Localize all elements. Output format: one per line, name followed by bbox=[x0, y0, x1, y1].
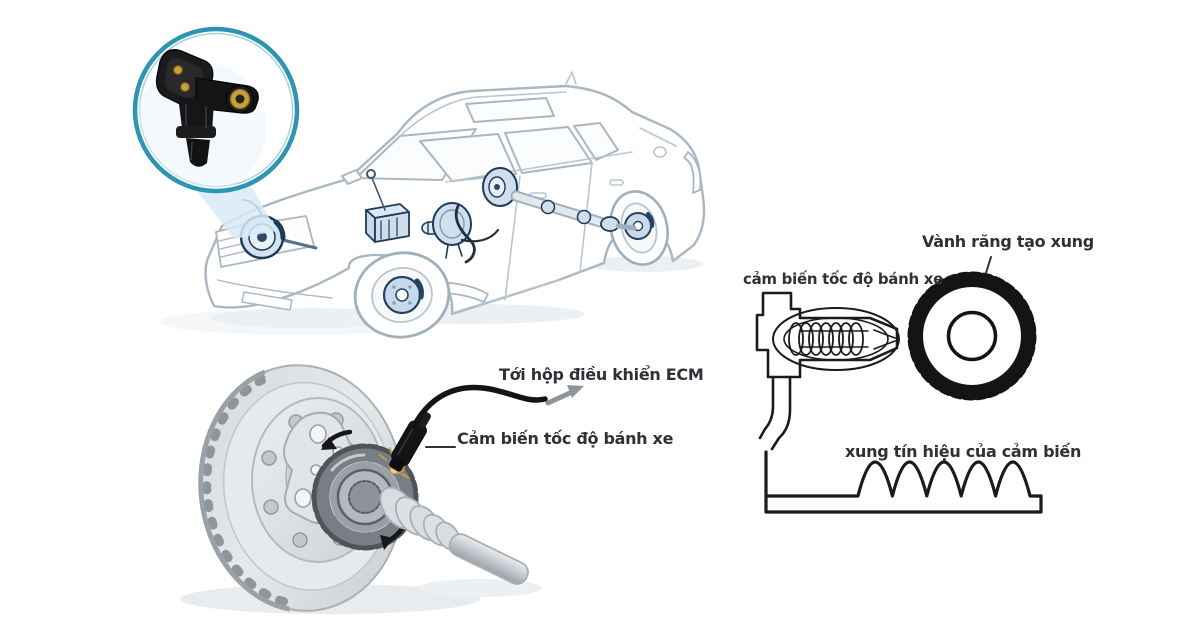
sensor-cable bbox=[411, 384, 548, 429]
label-to-ecm: Tới hộp điều khiển ECM bbox=[499, 365, 704, 384]
cv-axle bbox=[379, 486, 529, 585]
side-mirror bbox=[341, 169, 363, 185]
signal-waveform bbox=[764, 450, 1043, 514]
label-schematic-sensor: cảm biến tốc độ bánh xe bbox=[743, 270, 944, 288]
sunroof bbox=[465, 97, 555, 123]
arrow-right-icon bbox=[545, 385, 584, 406]
sensor-inset-badge bbox=[132, 26, 300, 194]
rear-left-brake bbox=[482, 167, 518, 207]
sensor-schematic bbox=[755, 256, 1043, 514]
tail-light bbox=[683, 151, 702, 194]
label-tone-ring: Vành răng tạo xung bbox=[922, 232, 1094, 251]
tone-ring-label-leader bbox=[985, 256, 992, 274]
driveshaft bbox=[510, 190, 637, 232]
brake-booster bbox=[421, 202, 472, 259]
schematic-coil bbox=[788, 322, 864, 356]
tone-ring-photo bbox=[311, 443, 419, 551]
quarter-window bbox=[573, 122, 619, 161]
label-sensor-signal: xung tín hiệu của cảm biến bbox=[845, 442, 1082, 461]
sensor-wiring bbox=[454, 204, 476, 264]
tone-ring-gear bbox=[907, 271, 1037, 401]
schematic-sensor-body bbox=[755, 291, 899, 379]
front-wheel bbox=[353, 251, 451, 339]
brake-hub-assembly bbox=[180, 363, 584, 614]
abs-wheel-speed-sensor-icon bbox=[155, 49, 259, 167]
label-wheel-speed-sensor: Cảm biến tốc độ bánh xe bbox=[457, 429, 674, 448]
abs-ecu-box bbox=[365, 203, 410, 243]
hub-sensor bbox=[379, 410, 431, 479]
